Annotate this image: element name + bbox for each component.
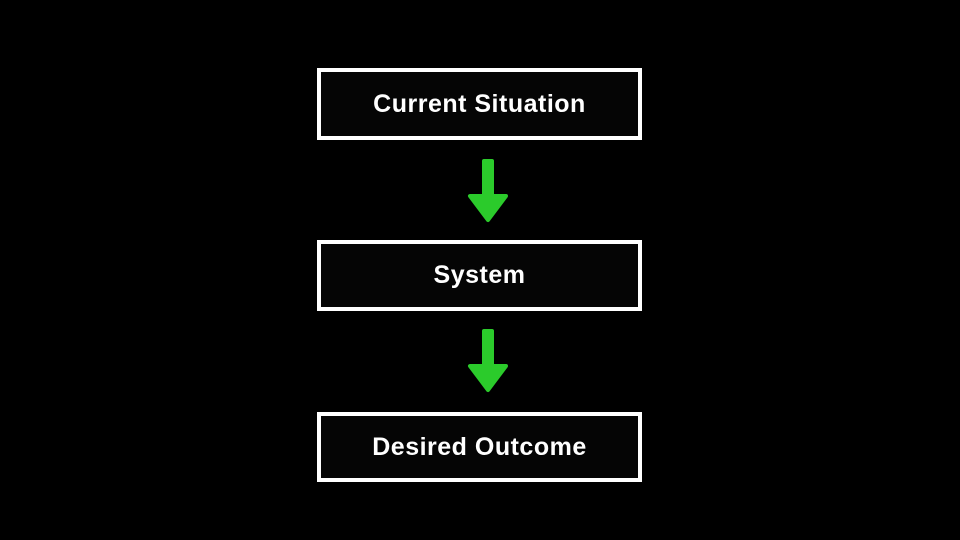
flow-node-label: System	[433, 261, 526, 289]
flow-node-label: Desired Outcome	[372, 432, 587, 461]
down-arrow-icon	[466, 158, 510, 224]
flow-node-system: System	[317, 240, 642, 311]
flow-node-label: Current Situation	[373, 89, 586, 118]
down-arrow-icon	[466, 328, 510, 394]
flow-node-current-situation: Current Situation	[317, 68, 642, 140]
flow-node-desired-outcome: Desired Outcome	[317, 412, 642, 482]
